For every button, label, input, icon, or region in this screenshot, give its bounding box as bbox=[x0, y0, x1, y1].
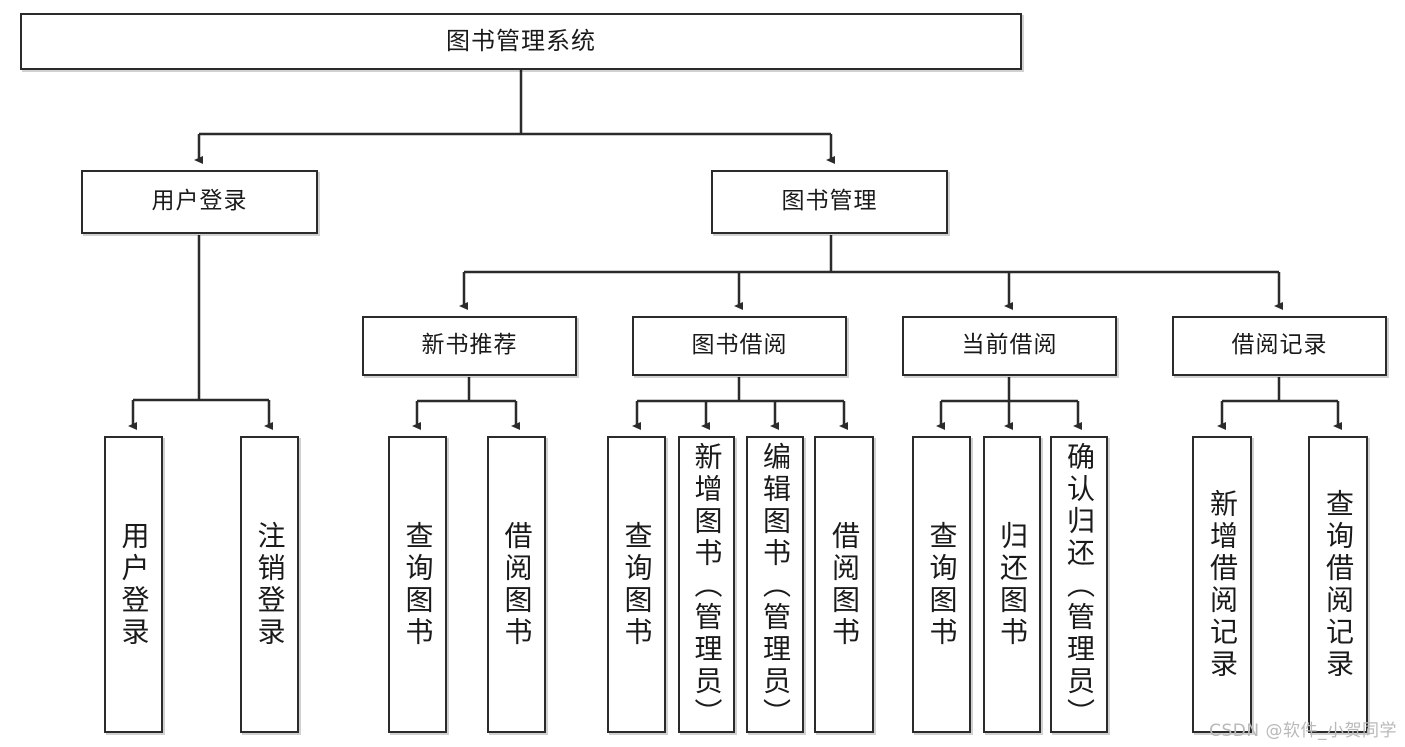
leaf-book-borrow-edit-book-admin[interactable]: 编辑图书（管理员） bbox=[746, 436, 804, 733]
leaf-book-borrow-query-book[interactable]: 查询图书 bbox=[607, 436, 666, 733]
node-current-borrow[interactable]: 当前借阅 bbox=[902, 316, 1117, 376]
leaf-current-borrow-return-book[interactable]: 归还图书 bbox=[983, 436, 1041, 733]
leaf-borrow-record-query-record[interactable]: 查询借阅记录 bbox=[1308, 436, 1368, 733]
node-label: 借阅图书 bbox=[828, 520, 861, 649]
leaf-book-borrow-borrow-book[interactable]: 借阅图书 bbox=[814, 436, 874, 733]
csdn-watermark: CSDN @软件_小贺同学 bbox=[1209, 721, 1397, 741]
node-label: 查询图书 bbox=[925, 520, 959, 649]
node-label: 用户登录 bbox=[117, 520, 151, 649]
node-label: 图书借阅 bbox=[691, 332, 788, 359]
node-book-management[interactable]: 图书管理 bbox=[711, 170, 948, 234]
node-label: 图书管理 bbox=[781, 188, 878, 215]
node-new-book-recommend[interactable]: 新书推荐 bbox=[362, 316, 577, 376]
node-label: 编辑图书（管理员） bbox=[759, 442, 792, 730]
leaf-borrow-record-add-record[interactable]: 新增借阅记录 bbox=[1192, 436, 1252, 733]
node-root-book-management-system[interactable]: 图书管理系统 bbox=[20, 13, 1022, 70]
node-label: 新增借阅记录 bbox=[1206, 488, 1239, 681]
leaf-new-book-query-book[interactable]: 查询图书 bbox=[388, 436, 447, 733]
node-label: 查询图书 bbox=[620, 520, 654, 649]
leaf-current-borrow-query-book[interactable]: 查询图书 bbox=[912, 436, 971, 733]
leaf-user-login-login[interactable]: 用户登录 bbox=[104, 436, 163, 733]
leaf-user-login-logout[interactable]: 注销登录 bbox=[240, 436, 299, 733]
node-label: 注销登录 bbox=[253, 520, 287, 649]
leaf-book-borrow-add-book-admin[interactable]: 新增图书（管理员） bbox=[678, 436, 735, 733]
node-user-login[interactable]: 用户登录 bbox=[81, 170, 318, 234]
node-label: 新增图书（管理员） bbox=[690, 442, 724, 730]
node-label: 查询图书 bbox=[401, 520, 435, 649]
node-label: 确认归还（管理员） bbox=[1063, 442, 1096, 730]
node-label: 查询借阅记录 bbox=[1322, 488, 1355, 681]
node-label: 归还图书 bbox=[996, 520, 1029, 649]
node-label: 新书推荐 bbox=[421, 332, 518, 359]
node-label: 借阅记录 bbox=[1231, 332, 1328, 359]
node-book-borrow[interactable]: 图书借阅 bbox=[632, 316, 847, 376]
node-label: 当前借阅 bbox=[961, 332, 1058, 359]
node-label: 图书管理系统 bbox=[446, 27, 596, 56]
node-label: 用户登录 bbox=[151, 188, 248, 215]
leaf-new-book-borrow-book[interactable]: 借阅图书 bbox=[487, 436, 546, 733]
node-borrow-record[interactable]: 借阅记录 bbox=[1172, 316, 1387, 376]
leaf-current-borrow-confirm-return-admin[interactable]: 确认归还（管理员） bbox=[1050, 436, 1108, 733]
node-label: 借阅图书 bbox=[500, 520, 534, 649]
